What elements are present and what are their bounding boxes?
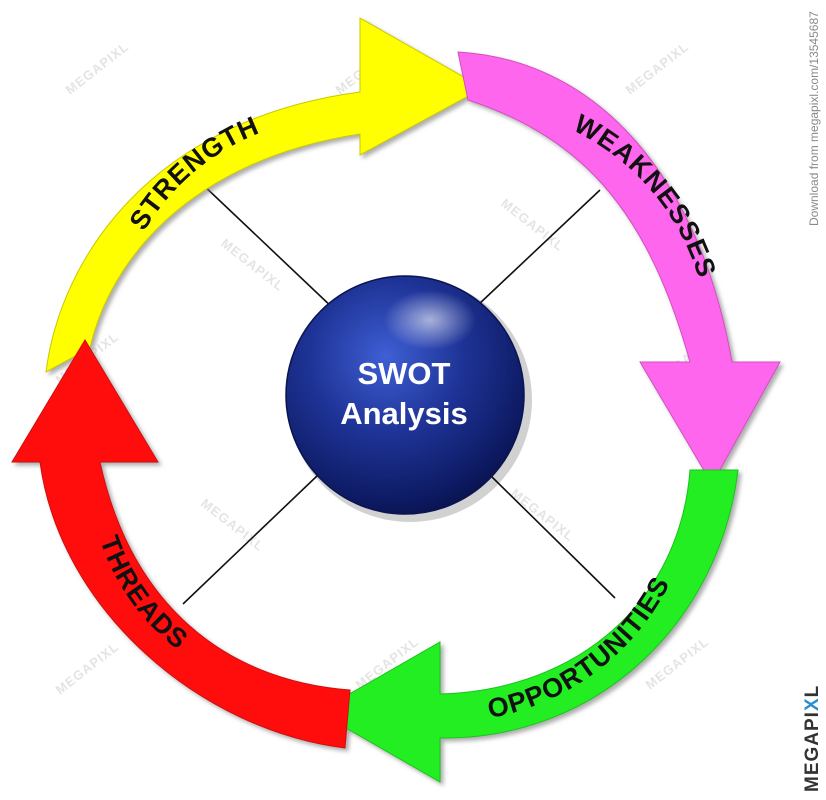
- weaknesses-arrow: [457, 51, 781, 486]
- watermark: MEGAPIXL: [63, 39, 132, 98]
- credit-strip: Download from megapixl.com/13545687 MEGA…: [802, 11, 823, 792]
- brand-logo: MEGAPIXL: [802, 685, 823, 792]
- watermark: MEGAPIXL: [198, 496, 267, 555]
- watermark: MEGAPIXL: [218, 236, 287, 295]
- download-credit: Download from megapixl.com/13545687: [807, 11, 821, 226]
- center-title-line1: SWOT: [358, 356, 451, 391]
- center-title-line2: Analysis: [340, 396, 468, 431]
- connector-line-strengths: [199, 181, 336, 311]
- connector-lines: [182, 181, 616, 605]
- watermark: MEGAPIXL: [508, 486, 577, 545]
- watermark: MEGAPIXL: [53, 639, 122, 698]
- center-sphere: SWOT Analysis: [285, 275, 532, 522]
- connector-line-opportunities: [489, 474, 616, 599]
- watermark: MEGAPIXL: [623, 39, 692, 98]
- connector-line-threads: [182, 474, 319, 605]
- sphere-highlight: [384, 290, 476, 350]
- connector-line-weaknesses: [477, 189, 601, 306]
- watermark: MEGAPIXL: [498, 196, 567, 255]
- cycle-arrows: [11, 17, 781, 783]
- threads-arrow: [11, 339, 351, 749]
- strengths-arrow: [45, 17, 485, 373]
